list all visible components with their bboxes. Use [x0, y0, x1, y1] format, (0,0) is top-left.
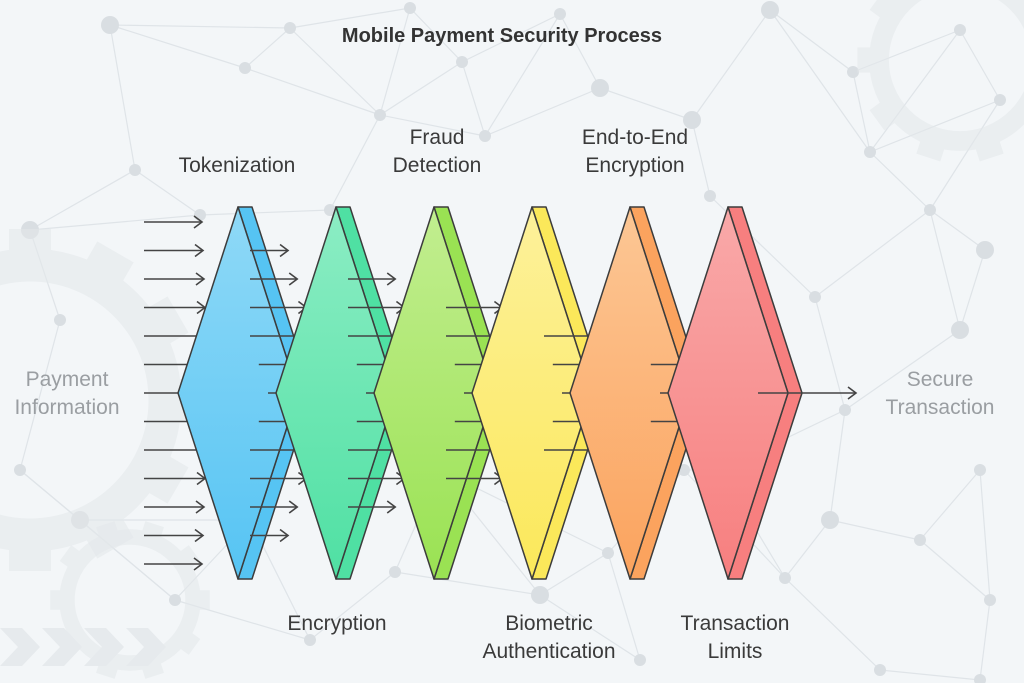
network-node	[389, 566, 401, 578]
flow-arrow	[144, 528, 205, 543]
gear-icon	[857, 0, 1024, 162]
flow-arrow	[250, 528, 290, 543]
network-node	[678, 464, 690, 476]
flow-arrow	[348, 272, 397, 286]
network-node	[239, 62, 251, 74]
network-node	[974, 674, 986, 683]
layer-label-transaction-limits: Transaction Limits	[680, 612, 790, 663]
network-node	[914, 534, 926, 546]
output-label: Secure Transaction	[885, 368, 995, 419]
network-node	[821, 511, 839, 529]
network-node	[951, 321, 969, 339]
layer-label-fraud-detection: Fraud Detection	[392, 126, 482, 177]
network-node	[984, 594, 996, 606]
network-node	[304, 634, 316, 646]
flow-arrows-6	[758, 386, 858, 400]
network-node	[839, 404, 851, 416]
network-node	[874, 664, 886, 676]
flow-arrow	[144, 471, 207, 486]
network-node	[809, 291, 821, 303]
layer-encryption	[275, 206, 411, 580]
flow-arrow	[250, 500, 299, 514]
flow-arrow	[348, 500, 397, 514]
network-node	[761, 1, 779, 19]
network-node	[129, 164, 141, 176]
network-node	[976, 241, 994, 259]
flow-arrow	[144, 300, 207, 315]
network-node	[847, 66, 859, 78]
network-node	[924, 204, 936, 216]
flow-arrow	[144, 243, 205, 258]
network-node	[704, 190, 716, 202]
layer-transaction-limits	[667, 206, 803, 580]
network-node	[994, 94, 1006, 106]
layer-fraud-detection	[373, 206, 509, 580]
network-node	[324, 204, 336, 216]
layer-label-end-to-end-encryption: End-to-End Encryption	[581, 126, 689, 177]
network-node	[14, 464, 26, 476]
layer-end-to-end-encryption	[569, 206, 705, 580]
flow-arrow	[250, 243, 290, 258]
network-node	[554, 8, 566, 20]
network-node	[374, 109, 386, 121]
flow-arrow	[250, 272, 299, 286]
chevrons-icon	[0, 628, 166, 666]
network-node	[284, 22, 296, 34]
network-node	[602, 547, 614, 559]
network-node	[479, 130, 491, 142]
input-label: Payment Information	[14, 368, 120, 419]
flow-arrow	[144, 272, 206, 286]
network-node	[974, 464, 986, 476]
network-node	[591, 79, 609, 97]
page-title: Mobile Payment Security Process	[341, 25, 663, 47]
network-node	[101, 16, 119, 34]
layer-label-tokenization: Tokenization	[178, 154, 296, 177]
network-node	[683, 111, 701, 129]
flow-arrow	[144, 500, 206, 514]
layer-tokenization	[177, 206, 313, 580]
network-node	[864, 146, 876, 158]
layer-label-encryption: Encryption	[287, 612, 387, 635]
flow-arrow	[144, 557, 204, 571]
network-node	[404, 2, 416, 14]
layer-label-biometric-authentication: Biometric Authentication	[482, 612, 616, 663]
network-node	[169, 594, 181, 606]
network-node	[634, 654, 646, 666]
network-node	[456, 56, 468, 68]
network-node	[54, 314, 66, 326]
flow-arrow	[758, 386, 858, 400]
flow-arrow	[144, 215, 204, 229]
network-node	[531, 586, 549, 604]
network-node	[779, 572, 791, 584]
network-node	[954, 24, 966, 36]
